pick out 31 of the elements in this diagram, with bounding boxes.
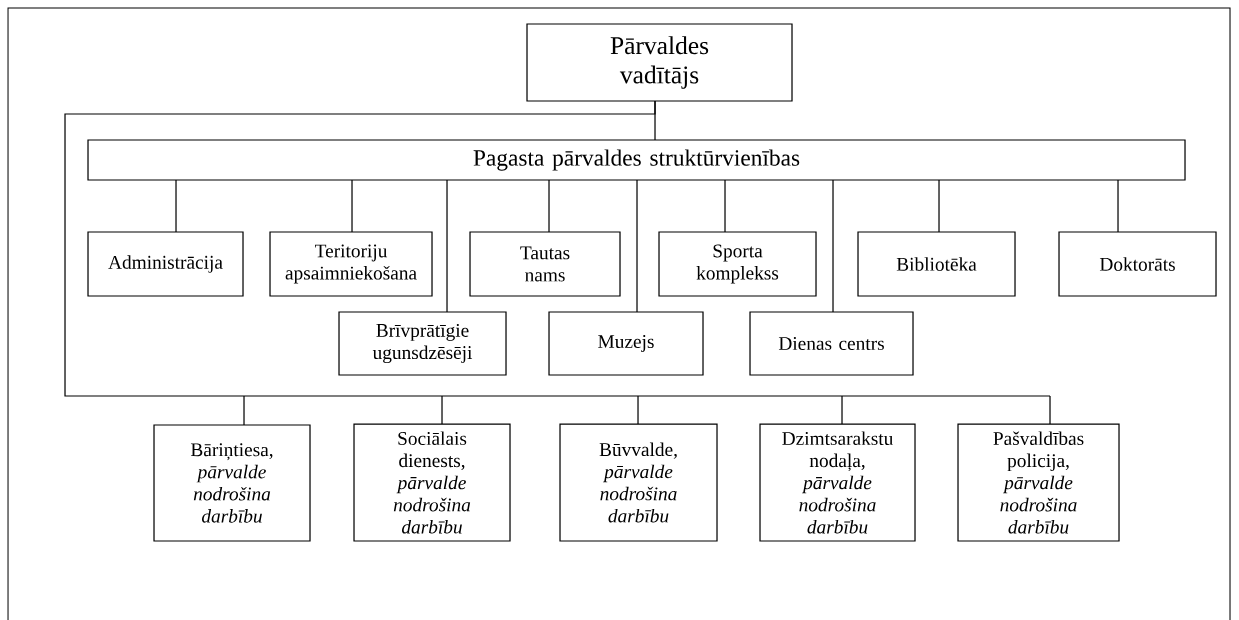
connector-line <box>351 179 353 233</box>
unit-box: Muzejs <box>548 311 704 376</box>
connector-line <box>654 100 656 141</box>
unit-box: Administrācija <box>87 231 244 297</box>
connector-line <box>938 179 940 233</box>
connector-line <box>446 179 448 313</box>
connector-line <box>636 179 638 313</box>
unit-band: Pagasta pārvaldes struktūrvienības <box>87 139 1186 181</box>
service-box: Sociālais dienests, pārvalde nodrošina darbību <box>353 423 511 542</box>
unit-box: Tautas nams <box>469 231 621 297</box>
connector-line <box>724 179 726 233</box>
service-box: Bāriņtiesa, pārvalde nodrošina darbību <box>153 424 311 542</box>
connector-line <box>548 179 550 233</box>
unit-box: Teritoriju apsaimniekošana <box>269 231 433 297</box>
connector-line <box>1117 179 1119 233</box>
connector-line <box>175 179 177 233</box>
service-box: Dzimtsarakstu nodaļa, pārvalde nodrošina darbību <box>759 423 916 542</box>
service-box: Pašvaldības policija, pārvalde nodrošina darbību <box>957 423 1120 542</box>
unit-box: Dienas centrs <box>749 311 914 376</box>
connector-line <box>441 395 443 425</box>
unit-box: Doktorāts <box>1058 231 1217 297</box>
connector-line <box>841 395 843 425</box>
connector-line <box>637 395 639 425</box>
unit-box: Bibliotēka <box>857 231 1016 297</box>
head-box: Pārvaldes vadītājs <box>526 23 793 102</box>
unit-box: Brīvprātīgie ugunsdzēsēji <box>338 311 507 376</box>
connector-line <box>832 179 834 313</box>
connector-line <box>1049 395 1051 425</box>
unit-box: Sporta komplekss <box>658 231 817 297</box>
service-box: Būvvalde, pārvalde nodrošina darbību <box>559 423 718 542</box>
connector-line <box>243 395 245 426</box>
